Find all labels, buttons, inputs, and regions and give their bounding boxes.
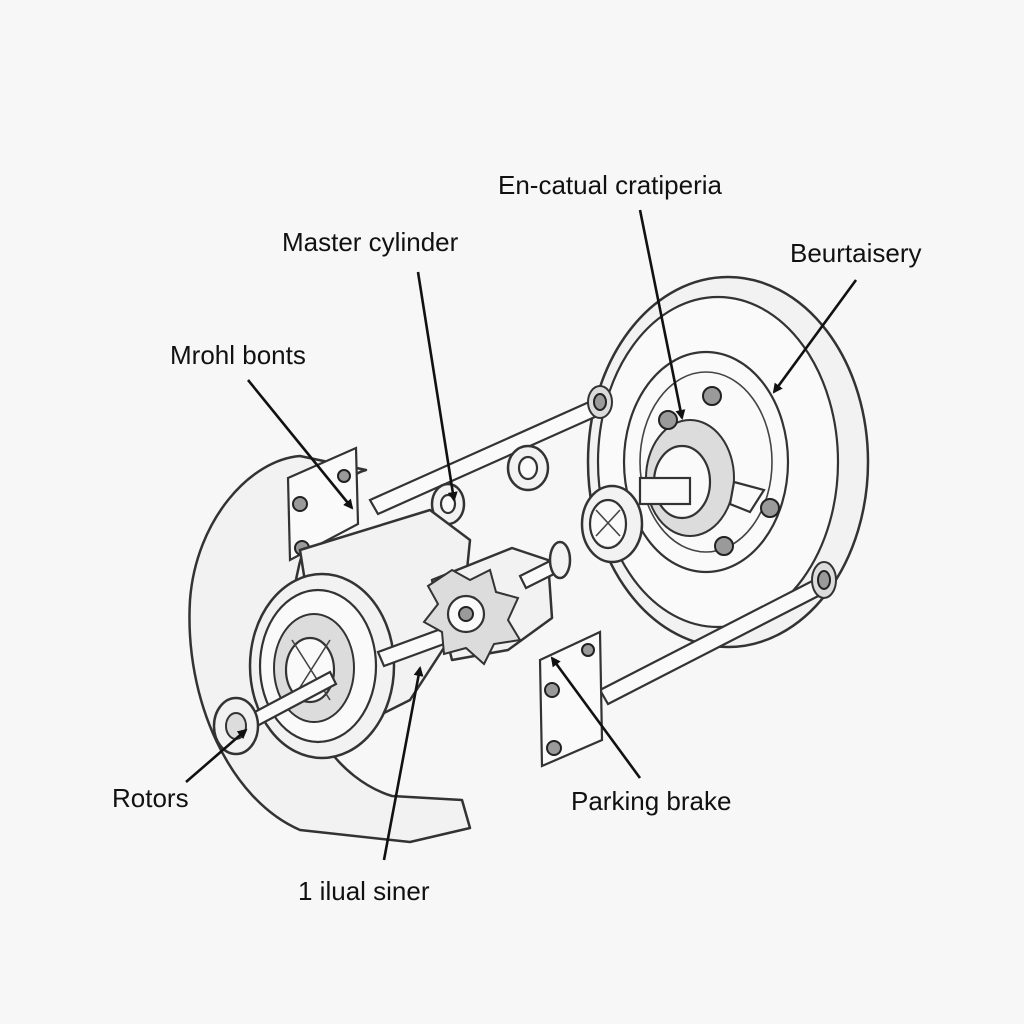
leader-ilual-siner xyxy=(382,666,424,861)
leader-beurtaisery xyxy=(772,279,858,394)
label-master-cylinder: Master cylinder xyxy=(282,227,459,257)
right-disc-rotor xyxy=(586,275,870,649)
label-parking-brake: Parking brake xyxy=(571,786,732,816)
label-beurtaisery: Beurtaisery xyxy=(790,238,922,268)
label-mrohl-bonts: Mrohl bonts xyxy=(170,340,306,370)
label-rotors: Rotors xyxy=(112,783,189,813)
label-en-catual: En-catual cratiperia xyxy=(498,170,722,200)
leader-lines xyxy=(185,209,858,861)
center-gear-assembly xyxy=(376,540,572,668)
label-ilual-siner: 1 ilual siner xyxy=(298,876,430,906)
left-caliper-housing xyxy=(188,446,472,844)
parking-brake-bracket xyxy=(538,630,604,768)
leader-rotors xyxy=(185,728,248,783)
lower-rod xyxy=(598,561,837,706)
leader-parking-brake xyxy=(550,656,642,779)
leader-master-cylinder xyxy=(416,271,458,502)
leader-en-catual xyxy=(638,209,686,420)
leader-mrohl-bonts xyxy=(246,379,354,510)
washer-pieces xyxy=(430,444,550,526)
hub-flange xyxy=(580,484,644,564)
upper-rod xyxy=(368,385,613,516)
